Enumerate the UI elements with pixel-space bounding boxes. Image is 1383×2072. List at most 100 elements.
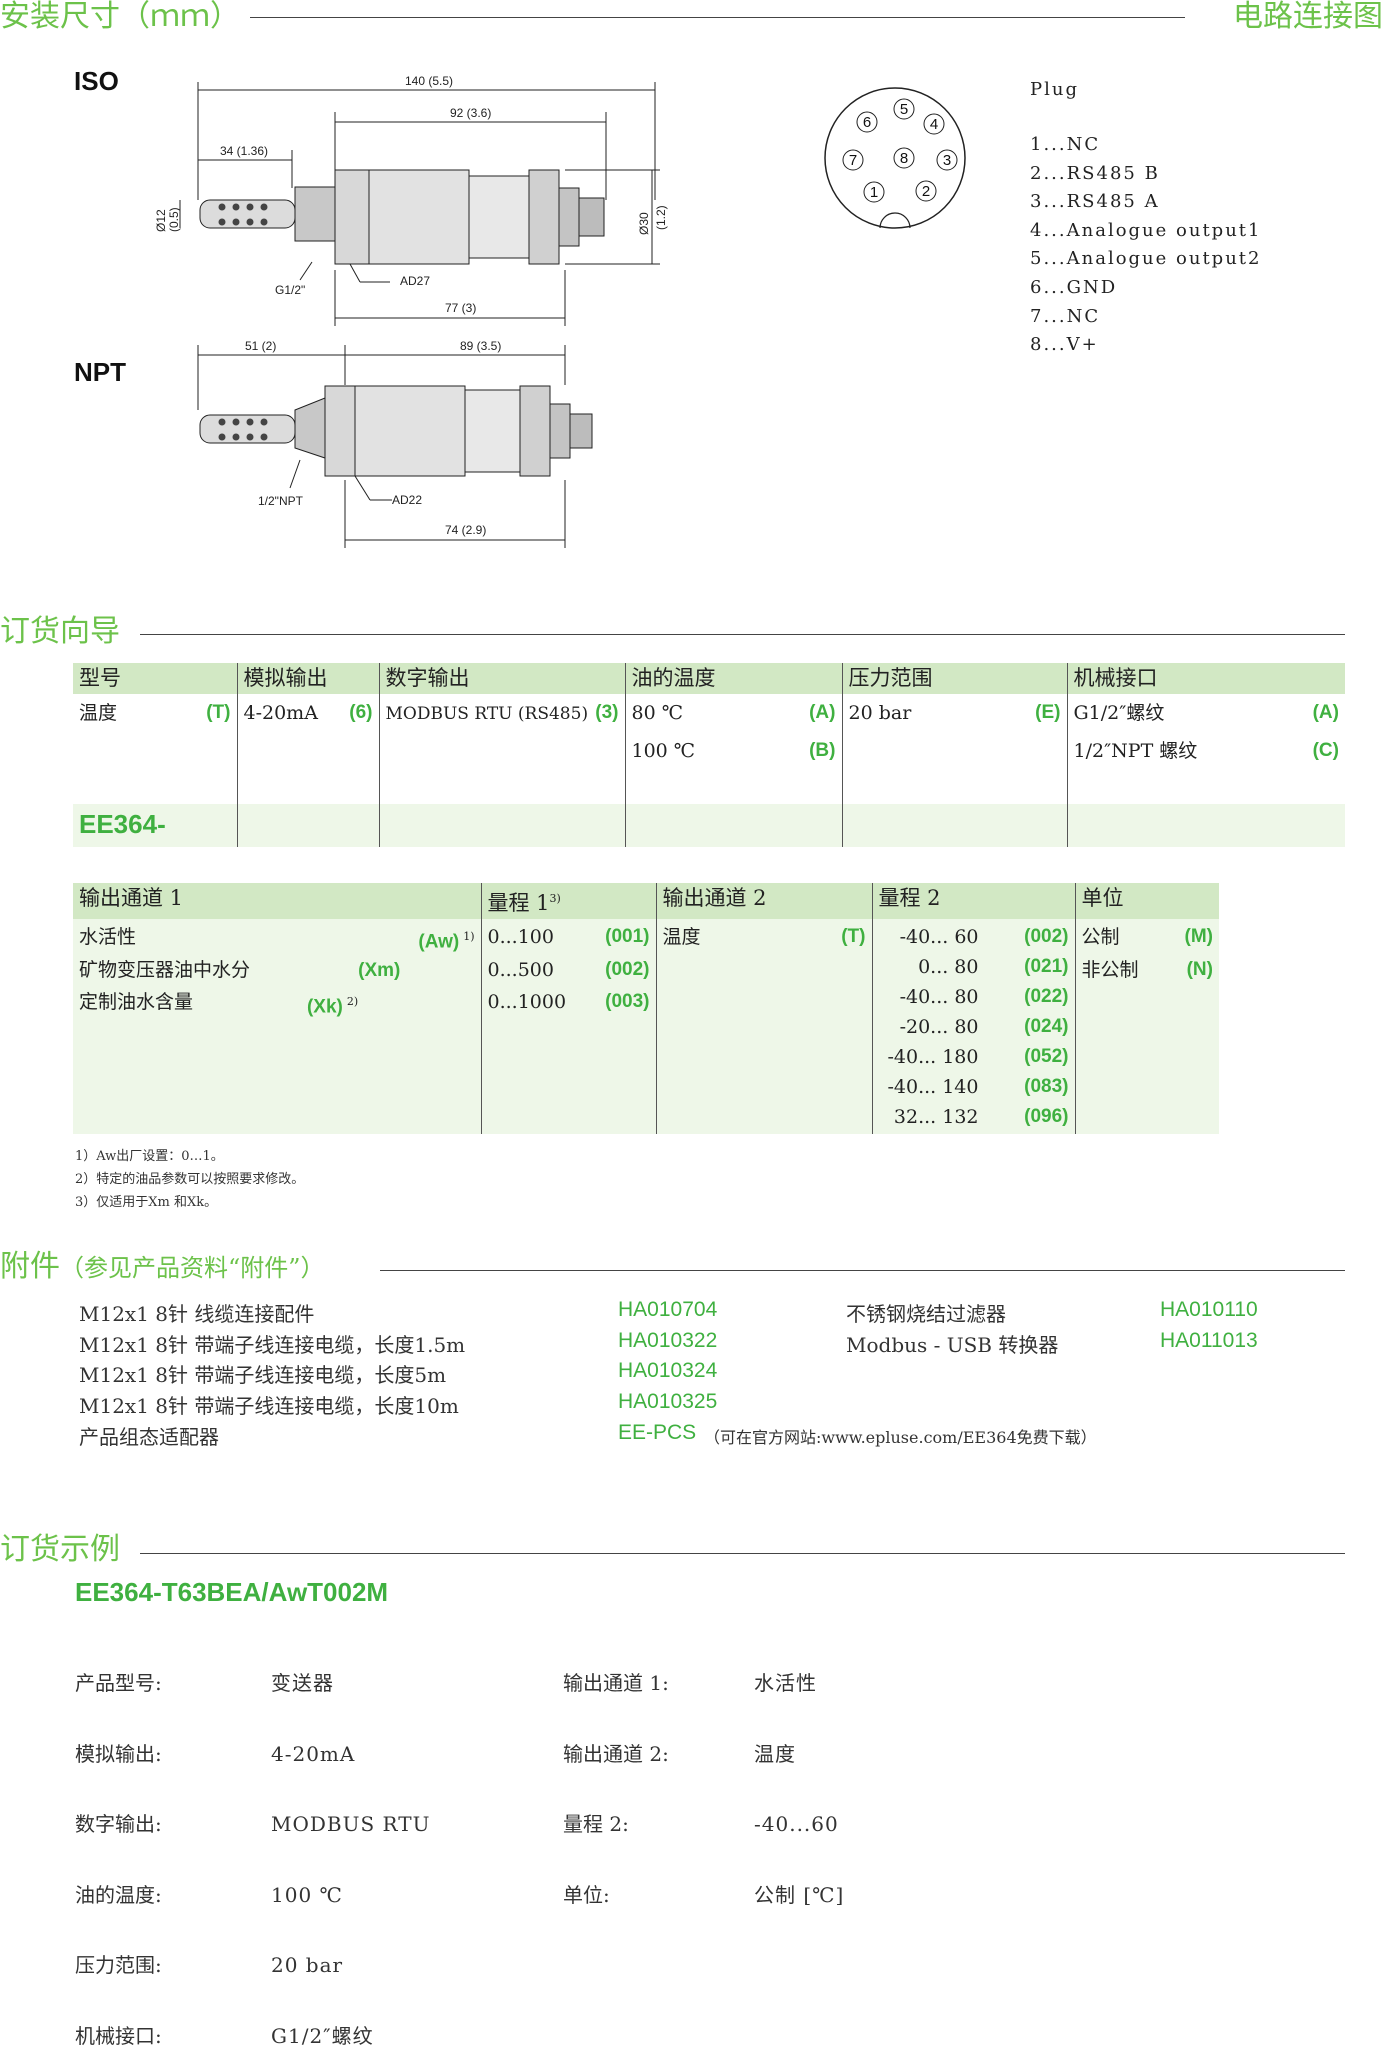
example-label: 输出通道 2: bbox=[563, 1741, 669, 1766]
accessory-code: HA011013 bbox=[1160, 1329, 1258, 1352]
order-example-title-line bbox=[140, 1553, 1345, 1554]
iso-total-length: 140 (5.5) bbox=[405, 74, 453, 88]
temp-option-a: 80 ℃(A) bbox=[625, 694, 843, 733]
plug-title: Plug bbox=[1030, 79, 1079, 100]
accessory-name: 产品组态适配器 bbox=[79, 1425, 219, 1449]
model-option: 温度(T) bbox=[73, 694, 238, 733]
th-output-channel-2: 输出通道 2 bbox=[656, 883, 873, 919]
analog-code: (6) bbox=[349, 702, 373, 723]
accessory-name: 不锈钢烧结过滤器 bbox=[846, 1302, 1006, 1326]
example-value: 水活性 bbox=[754, 1671, 817, 1695]
mech-option-c: 1/2″NPT 螺纹(C) bbox=[1067, 733, 1345, 769]
plug-pin-5: 5 bbox=[900, 101, 908, 118]
th-analog-output: 模拟输出 bbox=[237, 663, 380, 694]
plug-pin-item: 2...RS485 B bbox=[1030, 162, 1160, 184]
npt-thread-label: 1/2"NPT bbox=[258, 494, 304, 508]
plug-pin-item: 3...RS485 A bbox=[1030, 191, 1160, 213]
iso-probe-length: 34 (1.36) bbox=[220, 144, 268, 158]
example-left-labels: 产品型号: 模拟输出: 数字输出: 油的温度: 压力范围: 机械接口: bbox=[75, 1625, 162, 2072]
example-value: 温度 bbox=[754, 1741, 796, 1766]
npt-body-length: 89 (3.5) bbox=[460, 339, 501, 353]
example-label: 模拟输出: bbox=[75, 1741, 162, 1766]
example-value: 4-20mA bbox=[271, 1741, 356, 1766]
footnote-3: 3）仅适用于Xm 和Xk。 bbox=[75, 1195, 218, 1210]
plug-pin-item: 1...NC bbox=[1030, 134, 1101, 155]
example-left-values: 变送器 4-20mA MODBUS RTU 100 ℃ 20 bar G1/2″… bbox=[271, 1625, 430, 2072]
example-value: G1/2″螺纹 bbox=[271, 2023, 374, 2048]
footnote-2: 2）特定的油品参数可以按照要求修改。 bbox=[75, 1172, 305, 1187]
example-label: 输出通道 1: bbox=[563, 1671, 669, 1695]
range2-item: 32... 132(096) bbox=[893, 1106, 1069, 1128]
iso-probe-diameter-inch: (0.5) bbox=[167, 207, 181, 232]
plug-pin-item: 8...V+ bbox=[1030, 334, 1099, 356]
accessory-name: Modbus - USB 转换器 bbox=[846, 1333, 1059, 1357]
accessories-subtitle: （参见产品资料“附件”） bbox=[60, 1254, 325, 1282]
example-right-labels: 输出通道 1: 输出通道 2: 量程 2: 单位: bbox=[563, 1625, 669, 1931]
output2-cell: 温度(T) bbox=[656, 919, 873, 1134]
output2-code: (T) bbox=[841, 926, 866, 947]
output1-item: 矿物变压器油中水分(Xm) bbox=[79, 958, 401, 981]
iso-label: ISO bbox=[74, 66, 119, 96]
plug-pin-7: 7 bbox=[849, 152, 857, 169]
accessory-name: M12x1 8针 带端子线连接电缆，长度5m bbox=[79, 1363, 447, 1387]
order-prefix: EE364- bbox=[73, 804, 238, 847]
iso-housing-length: 77 (3) bbox=[445, 301, 476, 315]
th-digital-output: 数字输出 bbox=[379, 663, 626, 694]
accessory-code: EE-PCS bbox=[618, 1421, 697, 1444]
plug-pin-item: 5...Analogue output2 bbox=[1030, 248, 1262, 270]
th-mechanical-interface: 机械接口 bbox=[1067, 663, 1345, 694]
th-unit: 单位 bbox=[1075, 883, 1219, 919]
order-guide-title-line bbox=[140, 634, 1345, 635]
range1-item: 0...100(001) bbox=[487, 926, 650, 948]
order-guide-title: 订货向导 bbox=[0, 615, 130, 649]
order-example-title: 订货示例 bbox=[0, 1533, 130, 1567]
npt-nut-label: AD22 bbox=[392, 493, 422, 507]
accessory-name: M12x1 8针 带端子线连接电缆，长度1.5m bbox=[79, 1333, 466, 1357]
unit-list: 公制(M) 非公制(N) bbox=[1075, 919, 1219, 1134]
example-right-values: 水活性 温度 -40...60 公制 [℃] bbox=[754, 1625, 844, 1931]
dims-title-line bbox=[245, 17, 1185, 18]
example-label: 数字输出: bbox=[75, 1812, 162, 1836]
example-label: 单位: bbox=[563, 1882, 610, 1907]
npt-housing-length: 74 (2.9) bbox=[445, 523, 486, 537]
plug-pin-1: 1 bbox=[870, 184, 878, 201]
th-pressure-range: 压力范围 bbox=[842, 663, 1068, 694]
digital-code: (3) bbox=[595, 702, 619, 723]
unit-item: 非公制(N) bbox=[1081, 958, 1214, 981]
th-range-2: 量程 2 bbox=[872, 883, 1076, 919]
iso-probe-diameter: Ø12 bbox=[154, 209, 168, 232]
example-value: -40...60 bbox=[754, 1812, 839, 1836]
accessory-code: HA010324 bbox=[618, 1359, 718, 1382]
mech-code-c: (C) bbox=[1312, 740, 1339, 761]
th-model: 型号 bbox=[73, 663, 238, 694]
example-value: 20 bar bbox=[271, 1953, 344, 1977]
accessories-title: 附件（参见产品资料“附件”） bbox=[0, 1250, 335, 1285]
plug-pin-item: 6...GND bbox=[1030, 276, 1118, 298]
range1-item: 0...1000(003) bbox=[487, 991, 650, 1013]
dims-section-title: 安装尺寸（ｍｍ） bbox=[0, 0, 250, 34]
plug-pin-6: 6 bbox=[863, 114, 871, 131]
mech-option-a: G1/2″螺纹(A) bbox=[1067, 694, 1345, 733]
accessory-name: M12x1 8针 线缆连接配件 bbox=[79, 1302, 315, 1326]
pressure-code: (E) bbox=[1035, 702, 1061, 723]
accessories-title-line bbox=[380, 1270, 1345, 1271]
model-code: (T) bbox=[206, 702, 231, 723]
plug-pin-2: 2 bbox=[922, 183, 930, 200]
order-example-code: EE364-T63BEA/AwT002M bbox=[75, 1577, 389, 1607]
plug-pin-8: 8 bbox=[900, 150, 908, 167]
temp-option-b: 100 ℃(B) bbox=[625, 733, 843, 769]
unit-item: 公制(M) bbox=[1081, 926, 1214, 948]
npt-probe-length: 51 (2) bbox=[245, 339, 276, 353]
accessory-code: HA010325 bbox=[618, 1390, 718, 1413]
iso-body-diameter-inch: (1.2) bbox=[654, 205, 668, 230]
order-table-2: 输出通道 1 量程 13) 输出通道 2 量程 2 单位 水活性(Aw)1) 矿… bbox=[73, 883, 1219, 1134]
range2-item: 0... 80(021) bbox=[918, 956, 1069, 978]
output1-list: 水活性(Aw)1) 矿物变压器油中水分(Xm) 定制油水含量(Xk)2) bbox=[73, 919, 482, 1134]
plug-pin-list: 1...NC 2...RS485 B 3...RS485 A 4...Analo… bbox=[1030, 131, 1262, 360]
output1-item: 定制油水含量(Xk)2) bbox=[79, 991, 359, 1018]
range2-item: -40... 60(002) bbox=[899, 926, 1069, 948]
npt-dimension-drawing: 51 (2) 89 (3.5) 1/2"NPT AD22 74 (2.9) bbox=[197, 339, 593, 548]
range2-item: -20... 80(024) bbox=[899, 1016, 1069, 1038]
plug-connector-diagram: 5 6 4 7 8 3 1 2 bbox=[824, 87, 966, 229]
iso-nut-label: AD27 bbox=[400, 274, 430, 288]
